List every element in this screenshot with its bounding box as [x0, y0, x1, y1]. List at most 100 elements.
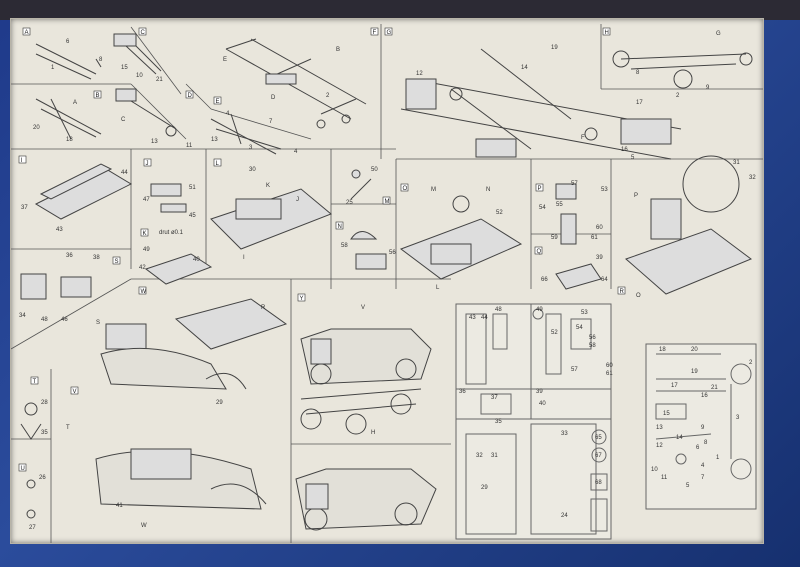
callout: 49: [143, 247, 150, 253]
callout: 20: [33, 125, 40, 131]
sprue-number: 6: [696, 445, 700, 451]
callout: 37: [21, 205, 28, 211]
panel-label-N: N: [338, 224, 342, 230]
panel-label-H: H: [605, 30, 609, 36]
callout: 29: [216, 400, 223, 406]
callout: 66: [541, 277, 548, 283]
sprue-number: 19: [691, 369, 698, 375]
callout: 4: [294, 149, 298, 155]
sprue-number: 54: [576, 325, 583, 331]
callout: V: [361, 305, 365, 311]
callout: 28: [41, 400, 48, 406]
sprue-number: 65: [595, 435, 602, 441]
sprue-number: 39: [536, 389, 543, 395]
sprue-number: 17: [671, 383, 678, 389]
panel-label-A: A: [25, 30, 29, 36]
sprue-number: 36: [459, 389, 466, 395]
callout: 27: [29, 525, 36, 531]
callout: 35: [41, 430, 48, 436]
callout: 11: [186, 143, 193, 149]
panel-label-E: E: [216, 99, 220, 105]
callout: 56: [389, 250, 396, 256]
callout: D: [271, 95, 276, 101]
sprue-number: 15: [663, 411, 670, 417]
sprue-number: 32: [476, 453, 483, 459]
sprue-number: 2: [749, 360, 753, 366]
callout: G: [716, 31, 721, 37]
callout: 54: [539, 205, 546, 211]
callout: 7: [269, 119, 273, 125]
instruction-sheet: A C F B D E G H I J L M N O P Q R S K W …: [10, 18, 764, 544]
callout: 12: [416, 71, 423, 77]
sprue-number: 13: [656, 425, 663, 431]
callout: 45: [189, 213, 196, 219]
sprue-number: 5: [686, 483, 690, 489]
sprue-number: 58: [589, 343, 596, 349]
panel-label-T: T: [33, 379, 37, 385]
panel-label-D: D: [188, 93, 193, 99]
callout: T: [66, 425, 70, 431]
callout: 43: [56, 227, 63, 233]
sprue-number: 8: [704, 440, 708, 446]
callout: O: [636, 293, 641, 299]
callout: 8: [99, 57, 103, 63]
sprue-number: 29: [481, 485, 488, 491]
callout: 14: [521, 65, 528, 71]
sprue-number: 7: [701, 475, 705, 481]
callout: 4: [226, 111, 230, 117]
callout: 51: [189, 185, 196, 191]
callout: 60: [596, 225, 603, 231]
sprue-number: 33: [561, 431, 568, 437]
callout: drut ø0.1: [159, 230, 184, 236]
callout: H: [371, 430, 375, 436]
panel-label-W: W: [141, 289, 147, 295]
panel-label-G: G: [387, 30, 392, 36]
callout: 61: [591, 235, 598, 241]
callout: 64: [601, 277, 608, 283]
callout: 42: [139, 265, 146, 271]
sprue-number: 52: [551, 330, 558, 336]
panel-label-K: K: [143, 231, 147, 237]
callout: 21: [156, 77, 163, 83]
sprue-number: 44: [481, 315, 488, 321]
callout: 38: [93, 255, 100, 261]
callout: 10: [136, 73, 143, 79]
sprue-number: 3: [736, 415, 740, 421]
callout: F: [581, 135, 585, 141]
callout: 6: [66, 39, 70, 45]
sprue-number: 61: [606, 371, 613, 377]
callout: 50: [371, 167, 378, 173]
panel-label-S: S: [115, 259, 119, 265]
callout: 53: [601, 187, 608, 193]
callout: 18: [66, 137, 73, 143]
callout: 13: [151, 139, 158, 145]
sprue-number: 40: [539, 401, 546, 407]
sprue-number: 35: [495, 419, 502, 425]
callout: M: [431, 187, 436, 193]
callout: 19: [551, 45, 558, 51]
callout: C: [121, 117, 126, 123]
callout: 52: [496, 210, 503, 216]
callout: J: [296, 197, 299, 203]
callout: 55: [556, 202, 563, 208]
callout: E: [223, 57, 227, 63]
callout: 58: [341, 243, 348, 249]
callout: B: [336, 47, 340, 53]
panel-label-Y: Y: [300, 296, 304, 302]
panel-label-U: U: [21, 466, 25, 472]
callout: 40: [193, 257, 200, 263]
panel-label-C: C: [141, 30, 146, 36]
top-edge: [0, 0, 800, 20]
sprue-number: 10: [651, 467, 658, 473]
panel-label-J: J: [146, 161, 149, 167]
sprue-number: 67: [595, 453, 602, 459]
panel-label-B: B: [96, 93, 100, 99]
callout: K: [266, 183, 270, 189]
callout: 30: [249, 167, 256, 173]
callout: 13: [211, 137, 218, 143]
panel-label-F: F: [373, 30, 377, 36]
callout: 17: [636, 100, 643, 106]
callout: 2: [326, 93, 330, 99]
sprue-number: 1: [716, 455, 720, 461]
sprue-number: 49: [536, 307, 543, 313]
